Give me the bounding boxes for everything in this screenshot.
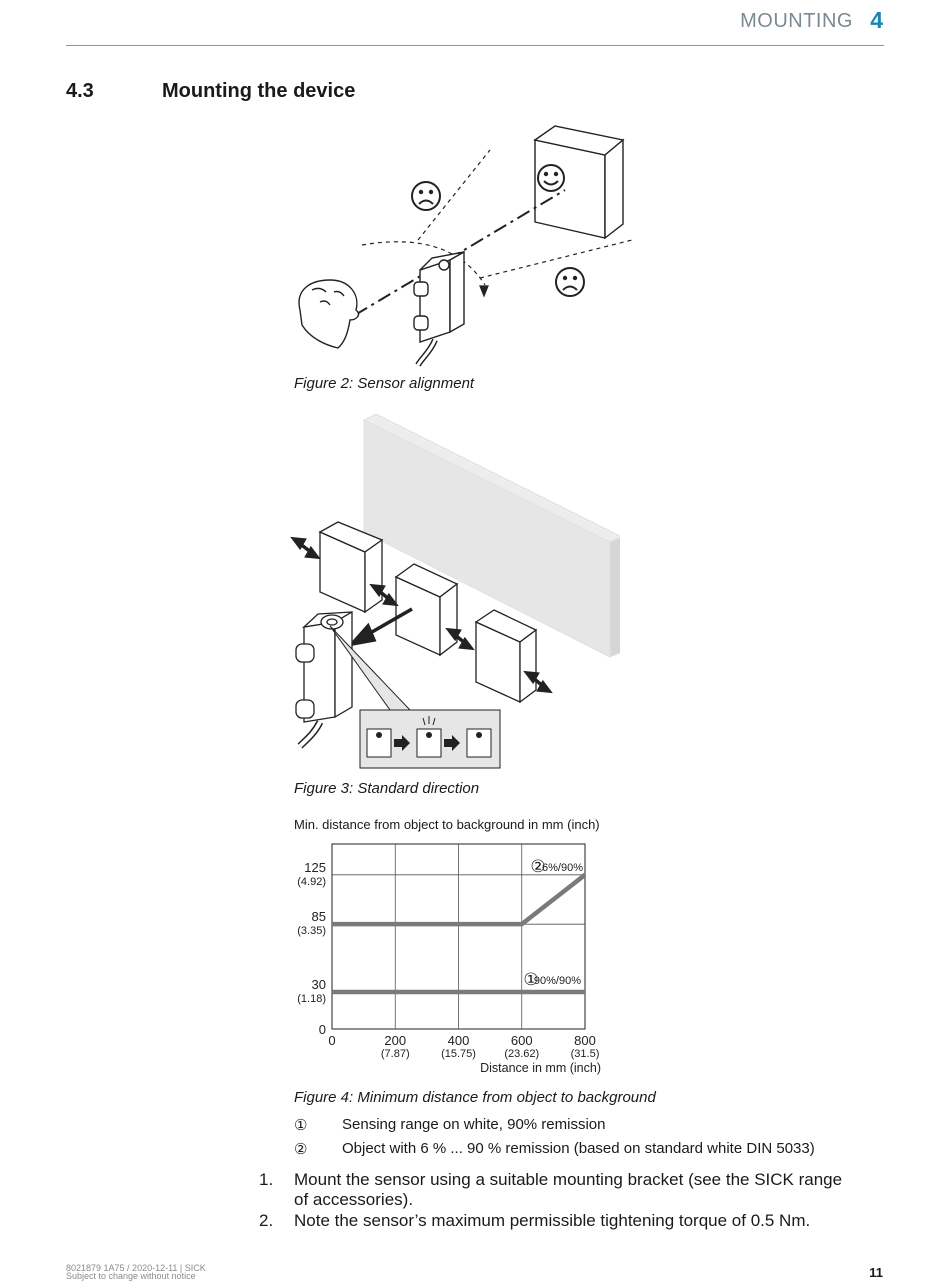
x-axis-label: Distance in mm (inch): [480, 1061, 601, 1075]
legend-marker: ②: [294, 1141, 308, 1158]
y-tick-sublabel: (1.18): [297, 993, 326, 1005]
figure-2-caption: Figure 2: Sensor alignment: [294, 375, 475, 392]
sensor-alignment-figure: [298, 125, 633, 367]
series-marker: ②: [530, 857, 545, 876]
series-line: [332, 873, 587, 927]
figure-3-caption: Figure 3: Standard direction: [294, 780, 480, 797]
x-tick-label: 600: [511, 1033, 533, 1048]
step-text: Mount the sensor using a suitable mounti…: [294, 1170, 843, 1209]
x-tick-sublabel: (7.87): [381, 1048, 410, 1060]
y-tick-sublabel: (4.92): [297, 876, 326, 888]
figure-4-caption: Figure 4: Minimum distance from object t…: [294, 1089, 656, 1106]
sensor-device-icon: [295, 610, 353, 749]
sensor-device-icon: [413, 250, 465, 367]
y-tick-sublabel: (3.35): [297, 925, 326, 937]
section-title: Mounting the device: [162, 80, 356, 102]
indicator-callout: [329, 625, 501, 769]
x-tick-sublabel: (31.5): [571, 1048, 600, 1060]
happy-face-icon: [537, 164, 565, 192]
series-label: 90%/90%: [534, 975, 581, 987]
min-distance-chart: 0 200(7.87) 400(15.75) 600(23.62) 800(31.5) 0…: [297, 843, 601, 1075]
step-number: 2.: [259, 1211, 274, 1230]
x-tick-sublabel: (23.62): [504, 1048, 539, 1060]
legend-text: Sensing range on white, 90% remission: [342, 1116, 606, 1133]
chapter-title: MOUNTING: [740, 10, 853, 32]
sad-face-icon: [555, 267, 585, 297]
target-box-icon: [533, 125, 625, 240]
x-tick-label: 400: [448, 1033, 470, 1048]
observer-head-icon: [298, 279, 360, 349]
background-wall: [362, 413, 620, 658]
y-tick-label: 0: [319, 1022, 326, 1037]
object-box-icon: [394, 563, 459, 657]
y-tick-label: 85: [312, 909, 326, 924]
y-tick-label: 125: [304, 860, 326, 875]
header-rule: [66, 45, 884, 46]
y-tick-label: 30: [312, 977, 326, 992]
chart-title: Min. distance from object to background …: [294, 817, 600, 832]
x-tick-sublabel: (15.75): [441, 1048, 476, 1060]
x-tick-label: 0: [328, 1033, 335, 1048]
section-number: 4.3: [66, 80, 94, 102]
standard-direction-figure: [290, 413, 620, 769]
footer-doc-id: 8021879 1A75 / 2020-12-11 | SICK: [66, 1263, 206, 1273]
x-tick-label: 800: [574, 1033, 596, 1048]
chapter-number: 4: [870, 7, 883, 33]
page-number: 11: [869, 1265, 883, 1280]
footer-notice: Subject to change without notice: [66, 1271, 196, 1281]
step-number: 1.: [259, 1170, 274, 1189]
x-tick-label: 200: [384, 1033, 406, 1048]
step-text: Note the sensor’s maximum permissible ti…: [294, 1211, 811, 1230]
legend-text: Object with 6 % ... 90 % remission (base…: [342, 1140, 815, 1157]
legend-marker: ①: [294, 1117, 308, 1134]
series-label: 6%/90%: [542, 862, 583, 874]
sad-face-icon: [411, 181, 441, 211]
object-box-icon: [318, 521, 384, 614]
series-marker: ①: [523, 970, 538, 989]
motion-arrows: [290, 536, 553, 694]
alignment-lines: [354, 149, 633, 316]
object-box-icon: [474, 609, 538, 704]
